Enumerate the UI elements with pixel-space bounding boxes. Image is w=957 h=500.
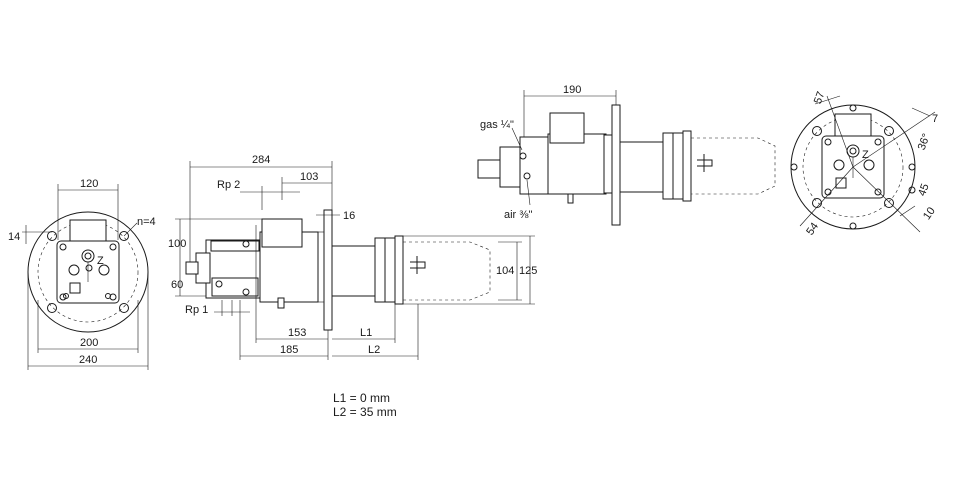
top-tube bbox=[619, 141, 664, 193]
dim-45: 45 bbox=[916, 182, 931, 198]
dim-103: 103 bbox=[300, 171, 318, 183]
gas-inlet bbox=[261, 218, 303, 248]
bolt-hole bbox=[47, 303, 57, 313]
dim-200: 200 bbox=[80, 337, 98, 349]
plate-screw bbox=[59, 243, 67, 251]
dim-36: 36° bbox=[916, 132, 933, 152]
note-l1: L1 = 0 mm bbox=[333, 391, 390, 405]
top-connector bbox=[69, 219, 107, 243]
dim-153: 153 bbox=[288, 327, 306, 339]
dim-104: 104 bbox=[496, 265, 514, 277]
label-gas: gas ¼" bbox=[480, 119, 514, 131]
plate-screw bbox=[59, 293, 67, 301]
dim-190: 190 bbox=[563, 84, 581, 96]
top-housing bbox=[519, 136, 549, 195]
plate-screw bbox=[109, 243, 117, 251]
dim-l2: L2 bbox=[368, 344, 380, 356]
z-mark: Z bbox=[97, 255, 104, 267]
connector bbox=[98, 264, 110, 276]
connector-center bbox=[85, 264, 93, 272]
connector bbox=[68, 264, 80, 276]
top-gas-inlet bbox=[549, 112, 585, 144]
dim-10: 10 bbox=[921, 205, 938, 222]
dim-240: 240 bbox=[79, 354, 97, 366]
note-l2: L2 = 35 mm bbox=[333, 405, 397, 419]
burner-tube bbox=[331, 245, 376, 297]
fitting bbox=[69, 282, 81, 294]
side-view: 284 Rp 2 103 16 100 60 Rp 1 153 185 bbox=[168, 154, 537, 360]
dim-185: 185 bbox=[280, 344, 298, 356]
mounting-flange bbox=[323, 209, 333, 331]
dim-57: 57 bbox=[812, 90, 827, 106]
top-view: 190 gas ¼" air ⅜" bbox=[477, 84, 776, 226]
holes-count: n=4 bbox=[137, 216, 156, 228]
dim-125: 125 bbox=[519, 265, 537, 277]
top-flange bbox=[611, 104, 621, 226]
notes: L1 = 0 mm L2 = 35 mm bbox=[333, 391, 397, 419]
front-view-left: Z 120 14 n=4 200 240 bbox=[8, 178, 156, 370]
dim-120: 120 bbox=[80, 178, 98, 190]
bolt-hole bbox=[119, 231, 129, 241]
dim-54: 54 bbox=[804, 221, 821, 238]
dim-16: 16 bbox=[343, 210, 355, 222]
bolt-hole bbox=[47, 231, 57, 241]
bolt-hole bbox=[119, 303, 129, 313]
dim-60: 60 bbox=[171, 279, 183, 291]
dim-100: 100 bbox=[168, 238, 186, 250]
front-view-right: Z 57 7 36° 45 10 54 bbox=[790, 90, 938, 238]
electrode-inner bbox=[84, 252, 92, 260]
dim-rp2: Rp 2 bbox=[217, 179, 240, 191]
top-housing-main bbox=[547, 133, 607, 195]
label-air: air ⅜" bbox=[504, 209, 532, 221]
right-z-mark: Z bbox=[862, 149, 869, 161]
dim-l1: L1 bbox=[360, 327, 372, 339]
dim-7: 7 bbox=[932, 113, 938, 125]
dim-284: 284 bbox=[252, 154, 270, 166]
dim-14: 14 bbox=[8, 231, 20, 243]
dim-rp1: Rp 1 bbox=[185, 304, 208, 316]
